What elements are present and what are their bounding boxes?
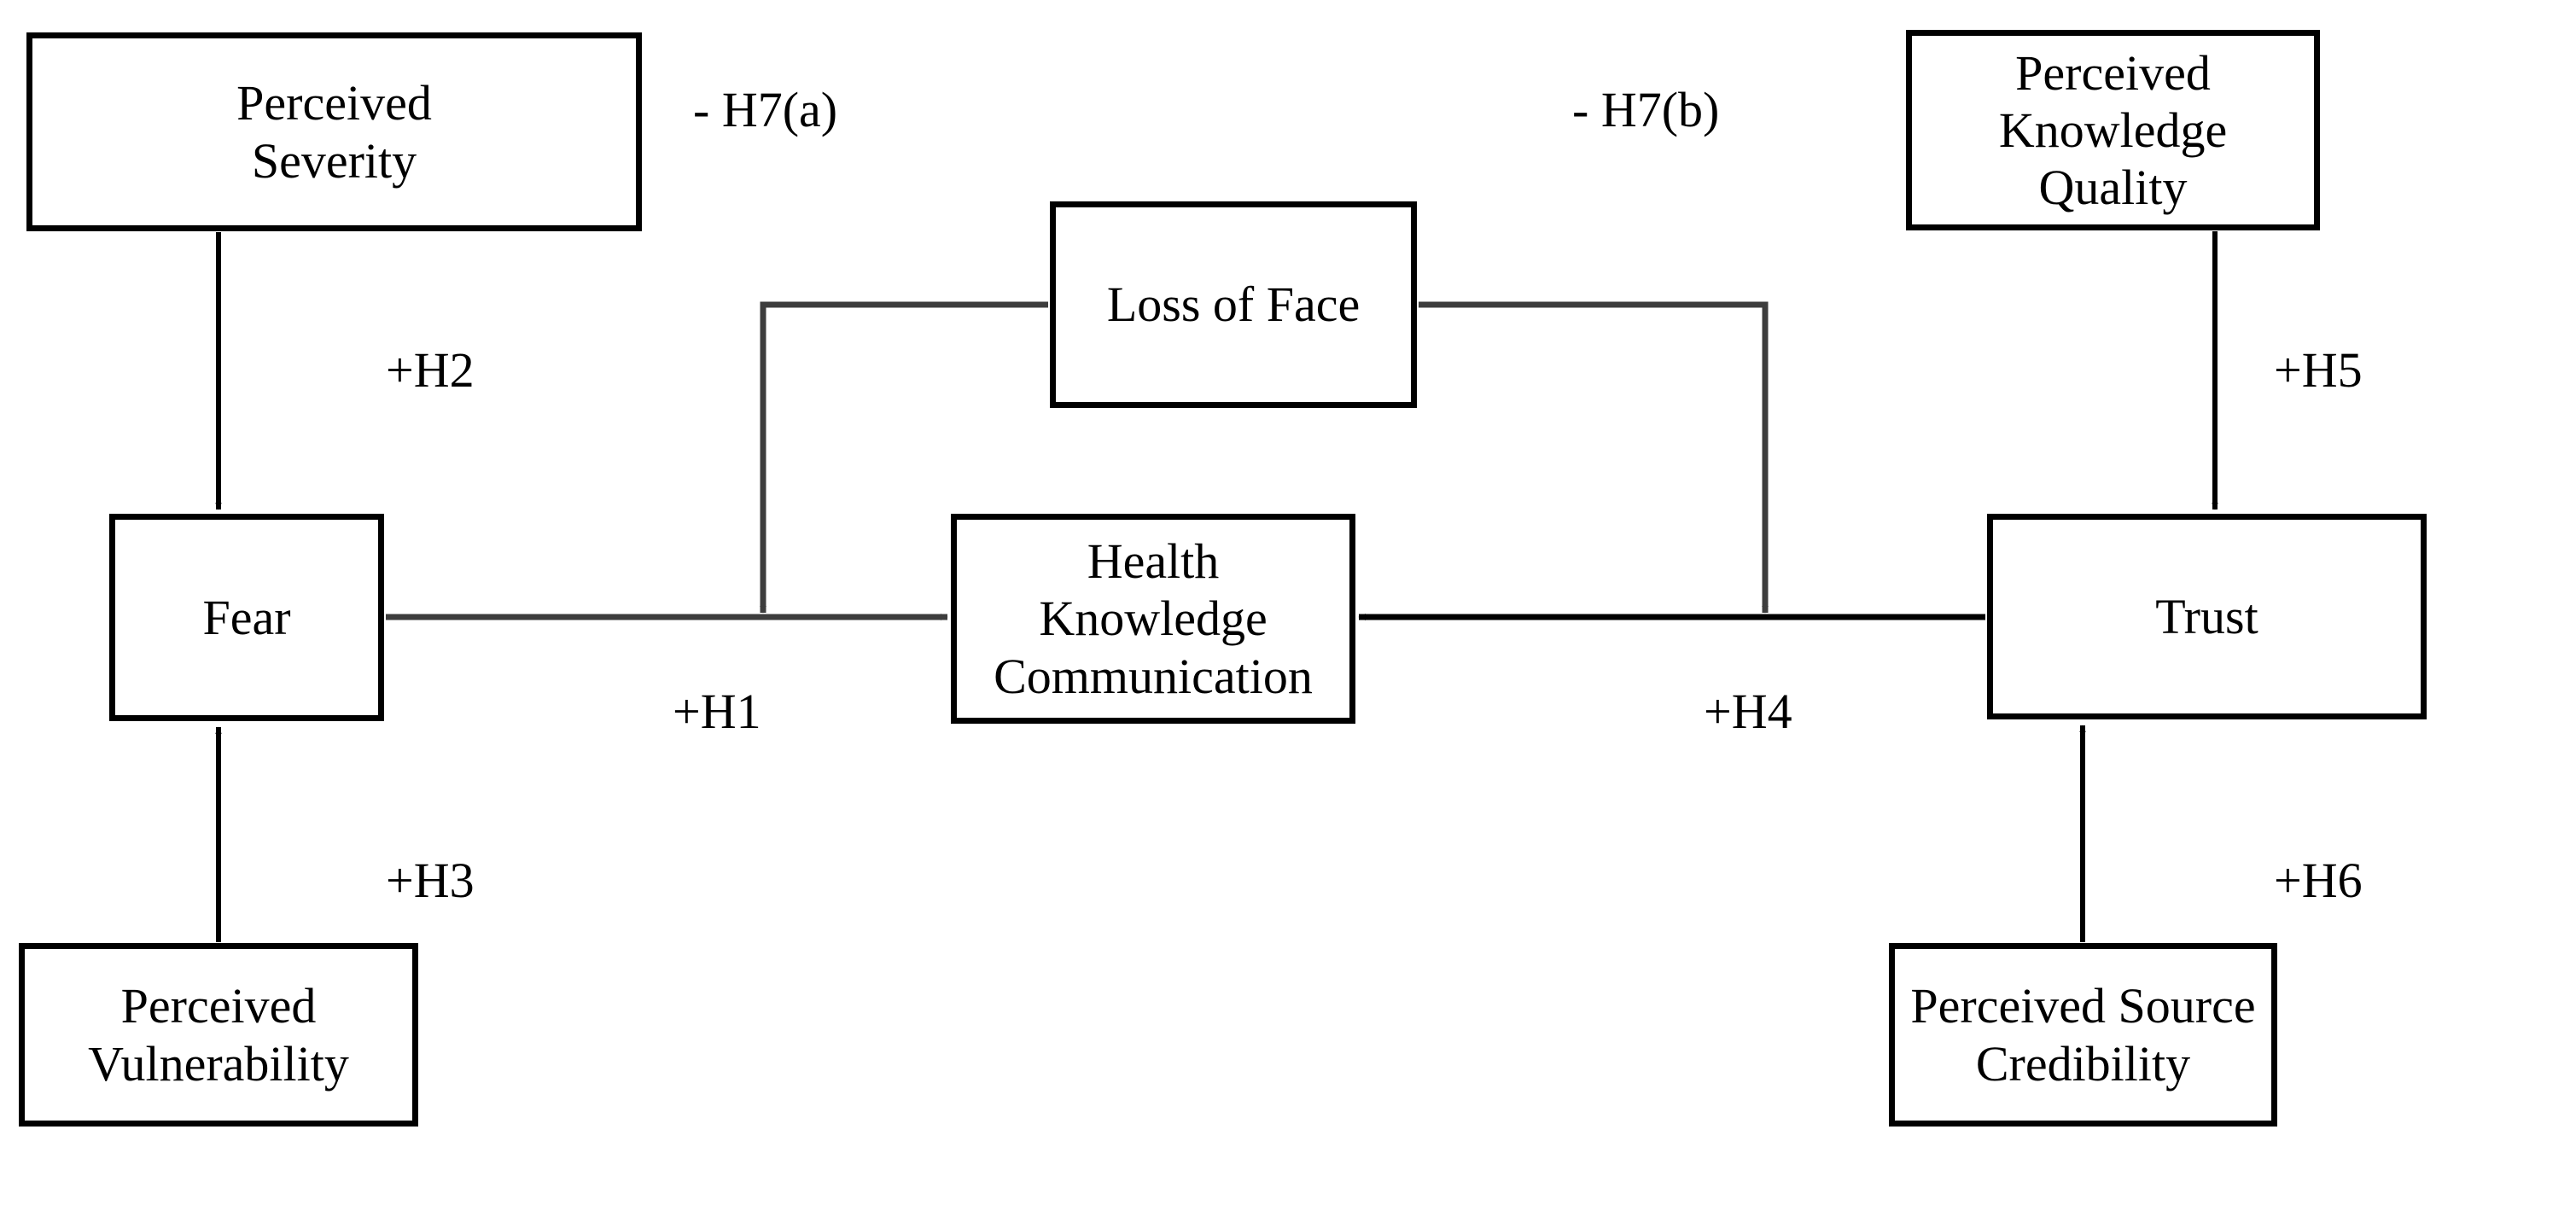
- edge-label-h2: +H2: [386, 342, 475, 398]
- node-label-loss-of-face: Loss of Face: [1106, 277, 1361, 333]
- edge-h7b: [1419, 301, 1769, 614]
- edge-label-h7b: - H7(b): [1572, 82, 1720, 137]
- node-perceived-knowledge-quality[interactable]: Perceived Knowledge Quality: [1906, 30, 2320, 230]
- node-label-perceived-source-credibility: Perceived Source Credibility: [1910, 978, 2256, 1092]
- edge-label-h4: +H4: [1704, 684, 1792, 739]
- node-health-knowledge-communication[interactable]: Health Knowledge Communication: [951, 514, 1355, 724]
- node-label-perceived-knowledge-quality: Perceived Knowledge Quality: [1998, 44, 2228, 216]
- node-label-perceived-severity: Perceived Severity: [236, 75, 432, 189]
- node-perceived-severity[interactable]: Perceived Severity: [26, 32, 642, 231]
- edge-label-h6: +H6: [2274, 853, 2363, 908]
- node-trust[interactable]: Trust: [1987, 514, 2427, 719]
- edge-h7a: [759, 301, 1048, 614]
- edge-label-h5: +H5: [2274, 342, 2363, 398]
- node-loss-of-face[interactable]: Loss of Face: [1050, 201, 1417, 408]
- edge-label-h7a: - H7(a): [693, 82, 838, 137]
- edge-label-h3: +H3: [386, 853, 475, 908]
- node-perceived-source-credibility[interactable]: Perceived Source Credibility: [1889, 943, 2277, 1127]
- node-label-health-knowledge-communication: Health Knowledge Communication: [994, 533, 1313, 704]
- edge-label-h1: +H1: [673, 684, 761, 739]
- node-label-fear: Fear: [202, 589, 291, 645]
- node-fear[interactable]: Fear: [109, 514, 384, 721]
- node-label-trust: Trust: [2155, 588, 2258, 644]
- node-label-perceived-vulnerability: Perceived Vulnerability: [88, 978, 349, 1092]
- node-perceived-vulnerability[interactable]: Perceived Vulnerability: [19, 943, 418, 1127]
